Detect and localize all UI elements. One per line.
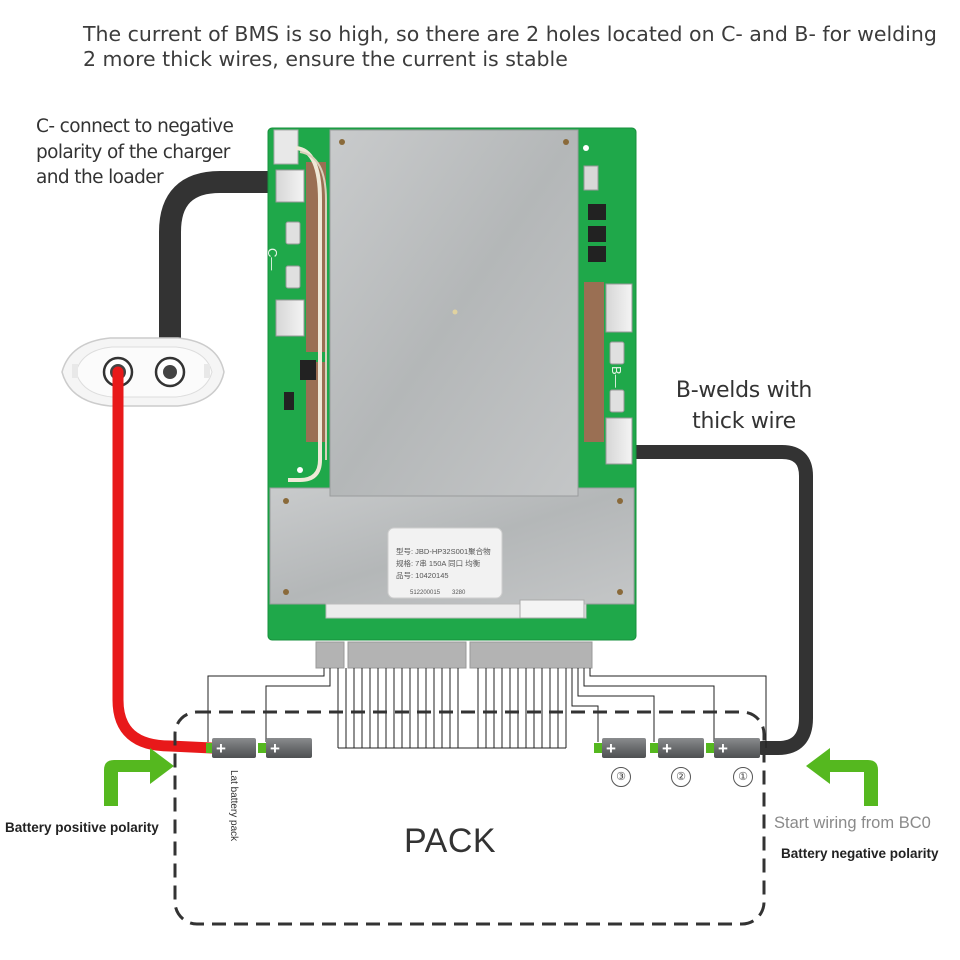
b-label-line-1: B-welds with xyxy=(675,378,813,403)
pack-label: PACK xyxy=(404,822,497,860)
balance-connector xyxy=(315,641,593,669)
cell-plus-signs: + + + + + xyxy=(216,739,728,758)
cell-1 xyxy=(706,738,760,758)
bms-board xyxy=(267,127,637,641)
svg-text:+: + xyxy=(606,739,616,758)
board-sticker-text: 型号: JBD-HP32S001聚合物 规格: 7串 150A 同口 均衡 品号… xyxy=(396,546,491,596)
start-wiring-label: Start wiring from BC0 xyxy=(774,814,931,832)
battery-positive-label: Battery positive polarity xyxy=(5,820,159,835)
cell-number-1: ① xyxy=(733,767,753,787)
svg-text:+: + xyxy=(662,739,672,758)
positive-arrow-icon xyxy=(104,748,174,806)
svg-text:+: + xyxy=(718,739,728,758)
balance-wires xyxy=(207,668,767,749)
cell-2 xyxy=(650,738,704,758)
headline-line-1: The current of BMS is so high, so there … xyxy=(83,22,937,46)
svg-text:规格: 7串 150A 同口 均衡: 规格: 7串 150A 同口 均衡 xyxy=(396,558,481,568)
svg-text:+: + xyxy=(270,739,280,758)
b-minus-black-wire xyxy=(625,445,813,755)
b-label-line-2: thick wire xyxy=(692,409,796,434)
lat-battery-pack-label: Lat battery pack xyxy=(228,770,239,842)
battery-cells xyxy=(206,738,760,758)
cell-number-3: ③ xyxy=(611,767,631,787)
svg-text:3280: 3280 xyxy=(452,590,466,596)
b-minus-mark: B— xyxy=(609,366,624,388)
cell-number-2: ② xyxy=(671,767,691,787)
battery-negative-label: Battery negative polarity xyxy=(781,846,939,861)
headline-line-2: 2 more thick wires, ensure the current i… xyxy=(83,47,568,71)
c-minus-label: C- connect to negative polarity of the c… xyxy=(36,114,234,191)
pack-outline xyxy=(173,710,766,926)
b-minus-label: B-welds with thick wire xyxy=(666,375,822,437)
cell-last xyxy=(206,738,256,758)
c-label-line-3: and the loader xyxy=(36,167,164,188)
c-label-line-1: C- connect to negative xyxy=(36,116,234,137)
cell-3 xyxy=(594,738,646,758)
negative-arrow-icon xyxy=(806,748,878,806)
headline: The current of BMS is so high, so there … xyxy=(83,22,943,72)
c-label-line-2: polarity of the charger xyxy=(36,141,230,163)
svg-text:+: + xyxy=(216,739,226,758)
svg-text:512200015: 512200015 xyxy=(410,590,441,596)
positive-red-wire xyxy=(112,366,218,754)
cell-last-2 xyxy=(258,738,312,758)
svg-text:型号: JBD-HP32S001聚合物: 型号: JBD-HP32S001聚合物 xyxy=(396,546,491,556)
c-minus-mark: C— xyxy=(265,248,280,270)
charger-connector xyxy=(61,337,225,407)
svg-text:品号: 10420145: 品号: 10420145 xyxy=(396,571,449,580)
c-minus-black-wire xyxy=(159,171,311,383)
